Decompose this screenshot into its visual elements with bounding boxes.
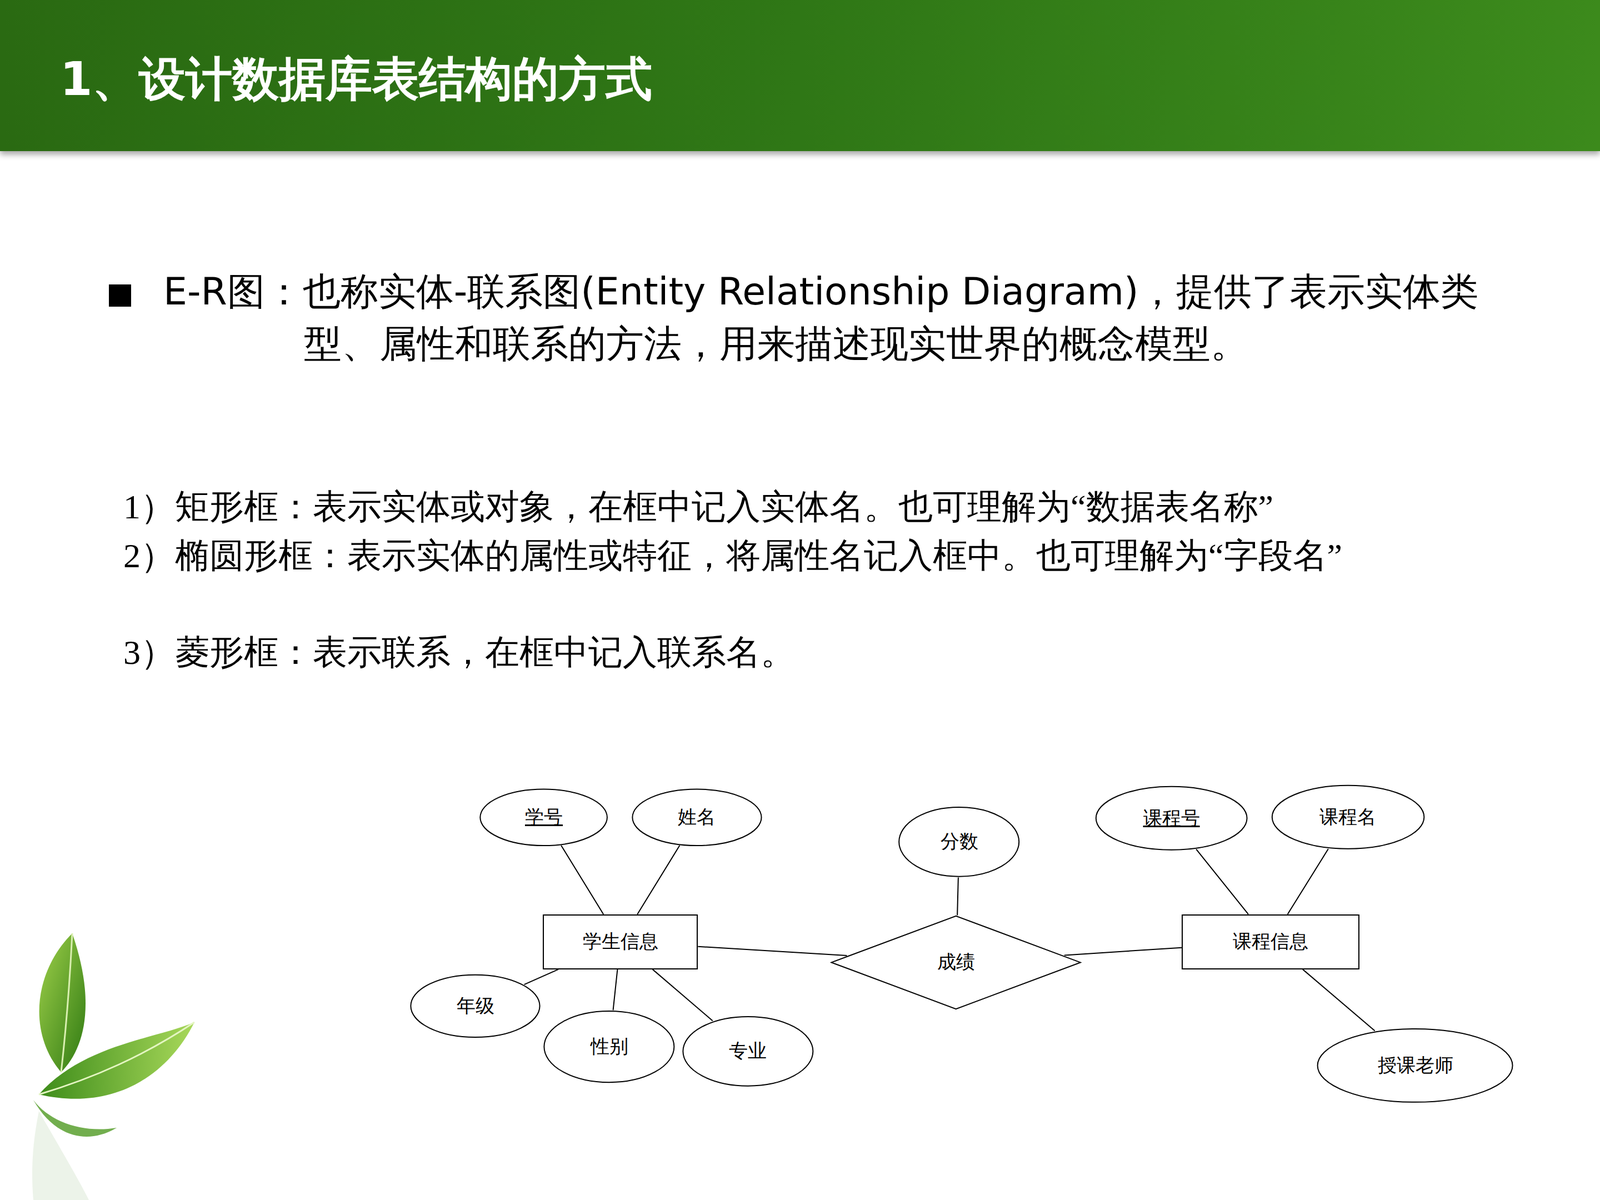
bullet-square bbox=[108, 284, 132, 307]
connector-line bbox=[613, 969, 618, 1011]
node-label: 学号 bbox=[525, 804, 563, 830]
attribute-ellipse: 专业 bbox=[681, 1015, 815, 1088]
node-label: 学生信息 bbox=[582, 928, 659, 955]
connector-line bbox=[561, 845, 604, 915]
node-label: 性别 bbox=[590, 1033, 629, 1060]
node-label: 分数 bbox=[940, 828, 979, 855]
entity-box: 学生信息 bbox=[542, 914, 698, 970]
node-label: 课程名 bbox=[1319, 804, 1377, 830]
relationship-diamond: 成绩 bbox=[828, 915, 1083, 1010]
connector-line bbox=[697, 946, 847, 956]
node-label: 课程号 bbox=[1143, 805, 1200, 832]
attribute-ellipse: 姓名 bbox=[631, 788, 763, 847]
attribute-ellipse: 课程名 bbox=[1270, 784, 1426, 850]
list-item: 1）矩形框：表示实体或对象，在框中记入实体名。也可理解为“数据表名称” bbox=[123, 483, 1513, 530]
attribute-ellipse: 课程号 bbox=[1094, 785, 1249, 852]
node-label: 授课老师 bbox=[1377, 1052, 1454, 1079]
node-label: 姓名 bbox=[677, 804, 716, 830]
node-label: 专业 bbox=[728, 1038, 767, 1064]
connector-line bbox=[524, 969, 559, 985]
connector-line bbox=[652, 969, 713, 1022]
slide-title: 1、设计数据库表结构的方式 bbox=[60, 47, 653, 112]
node-label: 课程信息 bbox=[1232, 928, 1309, 955]
leaf-illustration bbox=[0, 911, 223, 1200]
entity-box: 课程信息 bbox=[1181, 914, 1360, 970]
connector-line bbox=[637, 845, 680, 915]
node-label: 成绩 bbox=[937, 949, 975, 975]
attribute-ellipse: 性别 bbox=[542, 1010, 676, 1084]
list-item: 2）椭圆形框：表示实体的属性或特征，将属性名记入框中。也可理解为“字段名” bbox=[123, 532, 1513, 579]
definition-text: E-R图：也称实体-联系图(Entity Relationship Diagra… bbox=[163, 265, 1480, 370]
connector-line bbox=[1302, 969, 1375, 1032]
connector-line bbox=[957, 877, 959, 916]
connector-line bbox=[1196, 849, 1249, 915]
list-item: 3）菱形框：表示联系，在框中记入联系名。 bbox=[123, 628, 1513, 676]
attribute-ellipse: 年级 bbox=[409, 973, 542, 1039]
connector-line bbox=[1064, 947, 1182, 956]
node-label: 年级 bbox=[456, 993, 495, 1019]
attribute-ellipse: 分数 bbox=[897, 806, 1020, 878]
attribute-ellipse: 学号 bbox=[478, 788, 609, 847]
attribute-ellipse: 授课老师 bbox=[1315, 1027, 1515, 1104]
connector-line bbox=[1287, 848, 1329, 915]
